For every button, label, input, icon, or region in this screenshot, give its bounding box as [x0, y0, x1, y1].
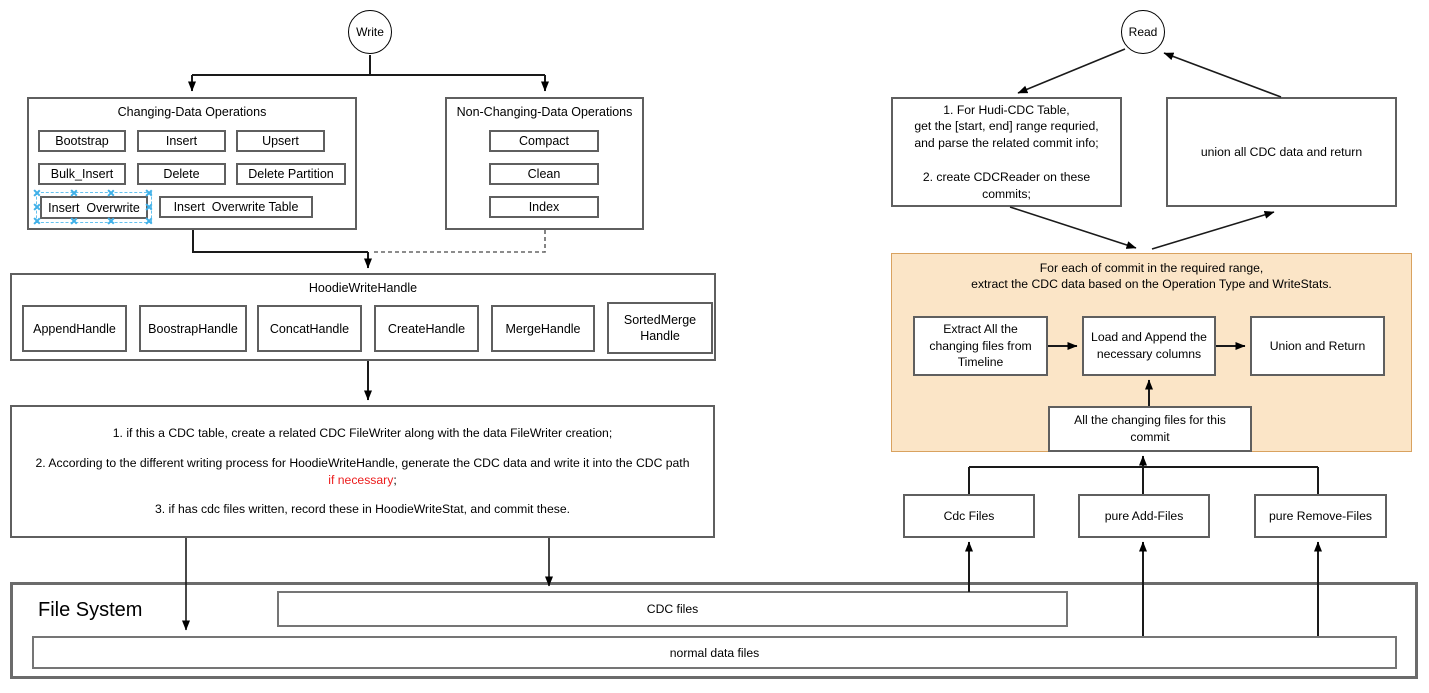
per-commit-extract-title: For each of commit in the required range… [971, 261, 1332, 292]
op-bootstrap[interactable]: Bootstrap [38, 130, 126, 152]
union-all-cdc-box[interactable]: union all CDC data and return [1166, 97, 1397, 207]
edge-changing-out [192, 230, 368, 253]
load-append-columns-box[interactable]: Load and Append the necessary columns [1082, 316, 1216, 376]
op-compact[interactable]: Compact [489, 130, 599, 152]
read-node-label: Read [1128, 25, 1158, 39]
op-insert-overwrite[interactable]: Insert Overwrite [40, 196, 148, 219]
selection-handle[interactable] [70, 217, 78, 225]
op-index[interactable]: Index [489, 196, 599, 218]
write-node[interactable]: Write [348, 10, 392, 54]
cdc-write-step-3: 3. if has cdc files written, record thes… [154, 501, 570, 516]
op-insert-overwrite-table[interactable]: Insert Overwrite Table [159, 196, 313, 218]
edge-box2-to-read [1163, 52, 1282, 98]
edge-nonchanging-dashed [374, 230, 546, 253]
file-system-title: File System [38, 599, 143, 621]
selection-handle[interactable] [33, 217, 41, 225]
op-delete-partition[interactable]: Delete Partition [236, 163, 346, 185]
read-step1-box[interactable]: 1. For Hudi-CDC Table, get the [start, e… [891, 97, 1122, 207]
cdc-files-box[interactable]: Cdc Files [903, 494, 1035, 538]
extract-changing-files-box[interactable]: Extract All the changing files from Time… [913, 316, 1048, 376]
selection-handle[interactable] [145, 217, 153, 225]
selection-handle[interactable] [107, 189, 115, 197]
cdc-write-steps-box[interactable]: 1. if this a CDC table, create a related… [10, 405, 715, 538]
handle-create[interactable]: CreateHandle [374, 305, 479, 352]
selection-handle[interactable] [145, 203, 153, 211]
non-changing-data-operations-title: Non-Changing-Data Operations [456, 105, 633, 119]
all-changing-files-box[interactable]: All the changing files for this commit [1048, 406, 1252, 452]
normal-data-files-bar[interactable]: normal data files [32, 636, 1397, 669]
hoodie-write-handle-title: HoodieWriteHandle [308, 281, 418, 295]
handle-sorted-merge[interactable]: SortedMerge Handle [607, 302, 713, 354]
handle-append[interactable]: AppendHandle [22, 305, 127, 352]
edge-read-to-box1 [1017, 48, 1126, 94]
write-node-label: Write [356, 25, 384, 39]
op-delete[interactable]: Delete [137, 163, 226, 185]
op-upsert[interactable]: Upsert [236, 130, 325, 152]
handle-concat[interactable]: ConcatHandle [257, 305, 362, 352]
cdc-write-step-2: 2. According to the different writing pr… [35, 455, 690, 487]
hoodie-write-handle-group[interactable]: HoodieWriteHandle [10, 273, 716, 361]
selection-handle[interactable] [107, 217, 115, 225]
handle-merge[interactable]: MergeHandle [491, 305, 595, 352]
pure-add-files-box[interactable]: pure Add-Files [1078, 494, 1210, 538]
read-node[interactable]: Read [1121, 10, 1165, 54]
edge-orange-to-box2 [1151, 210, 1275, 250]
cdc-files-bar[interactable]: CDC files [277, 591, 1068, 627]
op-clean[interactable]: Clean [489, 163, 599, 185]
op-insert[interactable]: Insert [137, 130, 226, 152]
selection-handle[interactable] [33, 203, 41, 211]
selection-handle[interactable] [70, 189, 78, 197]
selection-handle[interactable] [33, 189, 41, 197]
changing-data-operations-title: Changing-Data Operations [117, 105, 267, 119]
union-and-return-box[interactable]: Union and Return [1250, 316, 1385, 376]
op-bulk-insert[interactable]: Bulk_Insert [38, 163, 126, 185]
if-necessary-red-text: if necessary [328, 472, 394, 487]
edge-box1-to-orange [1009, 206, 1137, 249]
selection-handle[interactable] [145, 189, 153, 197]
pure-remove-files-box[interactable]: pure Remove-Files [1254, 494, 1387, 538]
handle-boostrap[interactable]: BoostrapHandle [139, 305, 247, 352]
cdc-write-step-1: 1. if this a CDC table, create a related… [112, 426, 613, 441]
